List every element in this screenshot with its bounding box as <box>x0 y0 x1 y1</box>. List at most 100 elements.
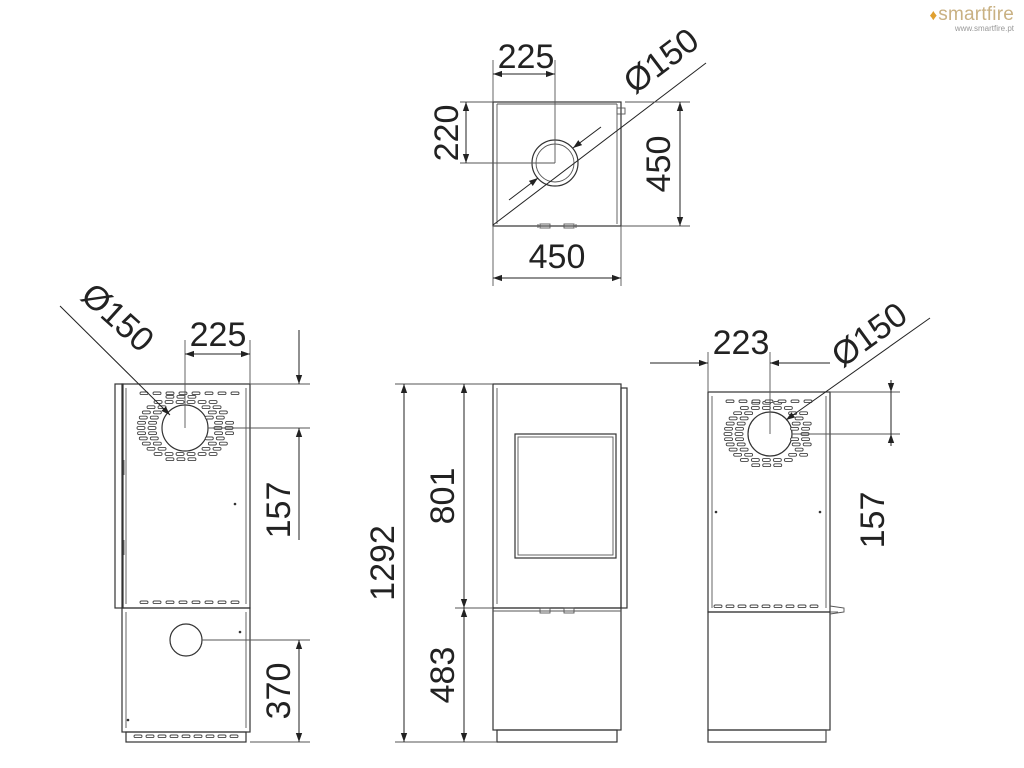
vent-slot <box>773 604 783 609</box>
vent-slot <box>761 604 771 609</box>
side-view: 223 Ø150 157 <box>650 295 931 743</box>
vent-slot <box>148 431 158 436</box>
vent-slot <box>749 604 759 609</box>
vent-slot <box>207 410 217 415</box>
vent-slot <box>138 415 148 420</box>
vent-slot <box>725 604 735 609</box>
vent-slot <box>744 452 754 457</box>
vent-slot <box>214 420 224 425</box>
vent-slot <box>217 391 227 396</box>
front-glass-door <box>514 433 617 559</box>
vent-slot <box>761 458 771 462</box>
vent-slot <box>176 394 186 399</box>
vent-slot <box>164 400 174 404</box>
vent-slot <box>791 421 801 426</box>
vent-slot <box>217 600 227 605</box>
vent-slot <box>197 452 207 456</box>
vent-slot <box>773 463 783 468</box>
vent-slot <box>133 734 143 739</box>
vent-slot <box>750 458 760 462</box>
vent-slot <box>139 600 149 605</box>
top-diameter-leader <box>492 62 707 226</box>
vent-slot <box>153 452 163 456</box>
vent-slot <box>750 406 760 410</box>
vent-slot <box>147 426 157 430</box>
top-view-outline <box>492 101 622 227</box>
vent-slot <box>215 436 225 441</box>
vent-slot <box>724 426 733 431</box>
vent-slot <box>225 431 235 436</box>
vent-slot <box>152 600 162 605</box>
vent-slot <box>208 452 218 456</box>
vent-slot <box>724 437 733 442</box>
vent-slot <box>735 437 744 442</box>
vent-slot <box>728 416 738 421</box>
vent-slot <box>141 441 151 446</box>
vent-slot <box>157 734 167 739</box>
vent-slot <box>191 391 201 396</box>
vent-slot <box>178 391 188 396</box>
vent-slot <box>165 600 175 605</box>
top-offset-label: 225 <box>498 38 555 76</box>
rear-view: 225 Ø150 157 370 <box>59 276 310 743</box>
vent-slot <box>736 421 746 426</box>
vent-slot <box>165 394 175 399</box>
vent-slot <box>733 452 743 457</box>
front-upper-body <box>492 383 622 609</box>
vent-slot <box>176 457 186 462</box>
side-offset-label: 223 <box>713 324 770 362</box>
vent-slot <box>149 415 159 420</box>
vent-slot <box>146 446 156 451</box>
vent-slot <box>734 432 744 436</box>
vent-slot <box>791 442 801 447</box>
front-upper-height-label: 801 <box>424 468 462 525</box>
side-diameter-label: Ø150 <box>825 295 915 375</box>
front-lower-height-label: 483 <box>424 647 462 704</box>
vent-slot <box>157 446 167 451</box>
vent-slot <box>178 600 188 605</box>
flame-icon: ♦ <box>929 7 938 24</box>
vent-slot <box>725 442 735 447</box>
vent-slot <box>197 400 207 404</box>
brand-name: ♦smartfire <box>929 4 1014 26</box>
vent-slot <box>802 421 812 426</box>
vent-slot <box>790 399 800 404</box>
top-width-label: 450 <box>529 238 586 276</box>
vent-slot <box>141 410 151 415</box>
top-diameter-label: Ø150 <box>617 21 706 101</box>
vent-slot <box>802 442 812 447</box>
vent-slot <box>186 400 196 404</box>
vent-slot <box>164 452 174 456</box>
front-view: 1292 801 483 <box>364 383 628 743</box>
vent-slot <box>201 405 211 410</box>
vent-slot <box>207 441 217 446</box>
vent-slot <box>218 441 228 446</box>
rear-lower-body <box>121 607 251 733</box>
vent-slot <box>201 446 211 451</box>
vent-slot <box>217 734 227 739</box>
vent-slot <box>794 416 804 421</box>
vent-slot <box>165 391 175 396</box>
vent-slot <box>191 600 201 605</box>
vent-slot <box>145 734 155 739</box>
vent-slot <box>218 410 228 415</box>
top-view: 225 220 Ø150 450 450 <box>428 21 707 286</box>
brand-name-text: smartfire <box>938 4 1014 25</box>
vent-slot <box>137 420 147 425</box>
rear-diameter-label: Ø150 <box>74 276 161 360</box>
vent-slot <box>152 391 162 396</box>
vent-slot <box>204 600 214 605</box>
vent-slot <box>783 406 793 410</box>
vent-slot <box>761 406 771 410</box>
vent-slot <box>212 446 222 451</box>
vent-slot <box>146 405 156 410</box>
rear-lower-height-label: 370 <box>260 663 298 720</box>
vent-slot <box>751 463 761 468</box>
side-lower-body <box>707 611 831 731</box>
vent-slot <box>739 458 749 462</box>
vent-slot <box>762 463 772 468</box>
vent-slot <box>725 421 735 426</box>
vent-slot <box>738 399 748 404</box>
vent-slot <box>148 420 158 425</box>
vent-slot <box>797 604 807 609</box>
